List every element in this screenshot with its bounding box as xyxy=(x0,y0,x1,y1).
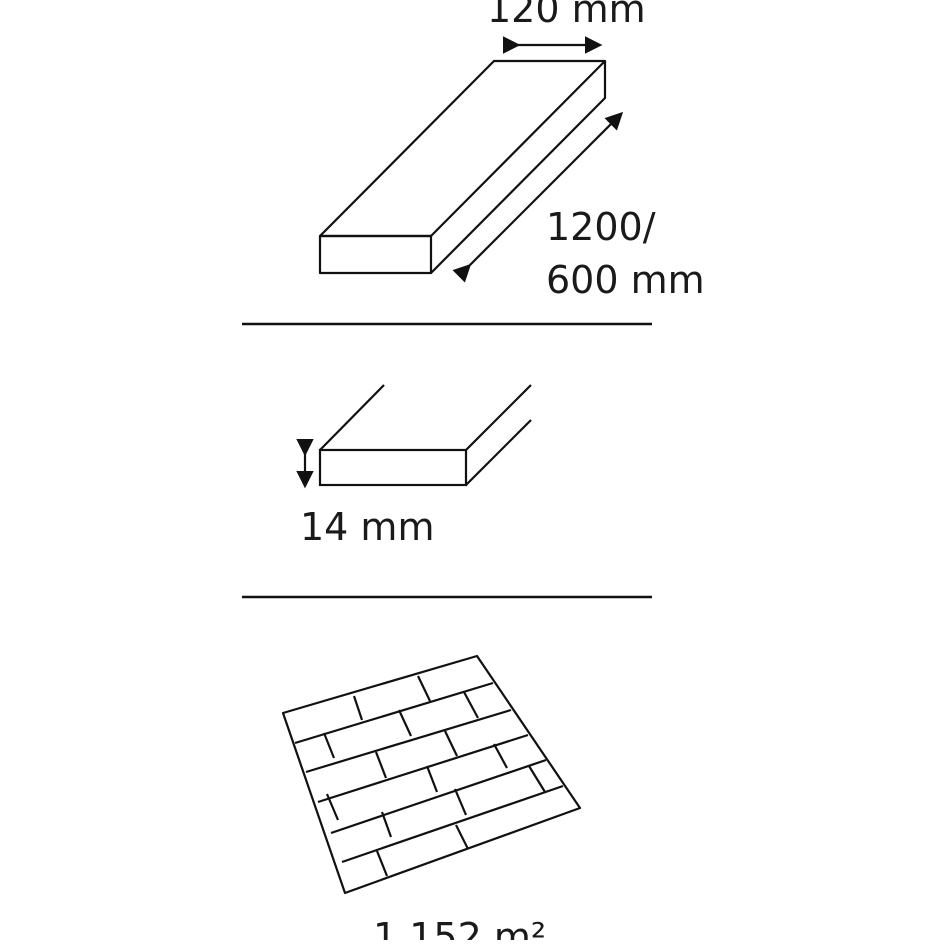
width-label: 120 mm xyxy=(487,0,646,31)
length-label-line2: 600 mm xyxy=(546,258,705,302)
length-arrow-icon xyxy=(452,111,624,283)
floor-pattern-icon xyxy=(281,654,582,895)
area-label: 1,152 m² xyxy=(373,915,546,940)
thickness-label: 14 mm xyxy=(300,505,434,549)
length-label-line1: 1200/ xyxy=(546,205,656,249)
plank-section-icon xyxy=(318,384,532,487)
